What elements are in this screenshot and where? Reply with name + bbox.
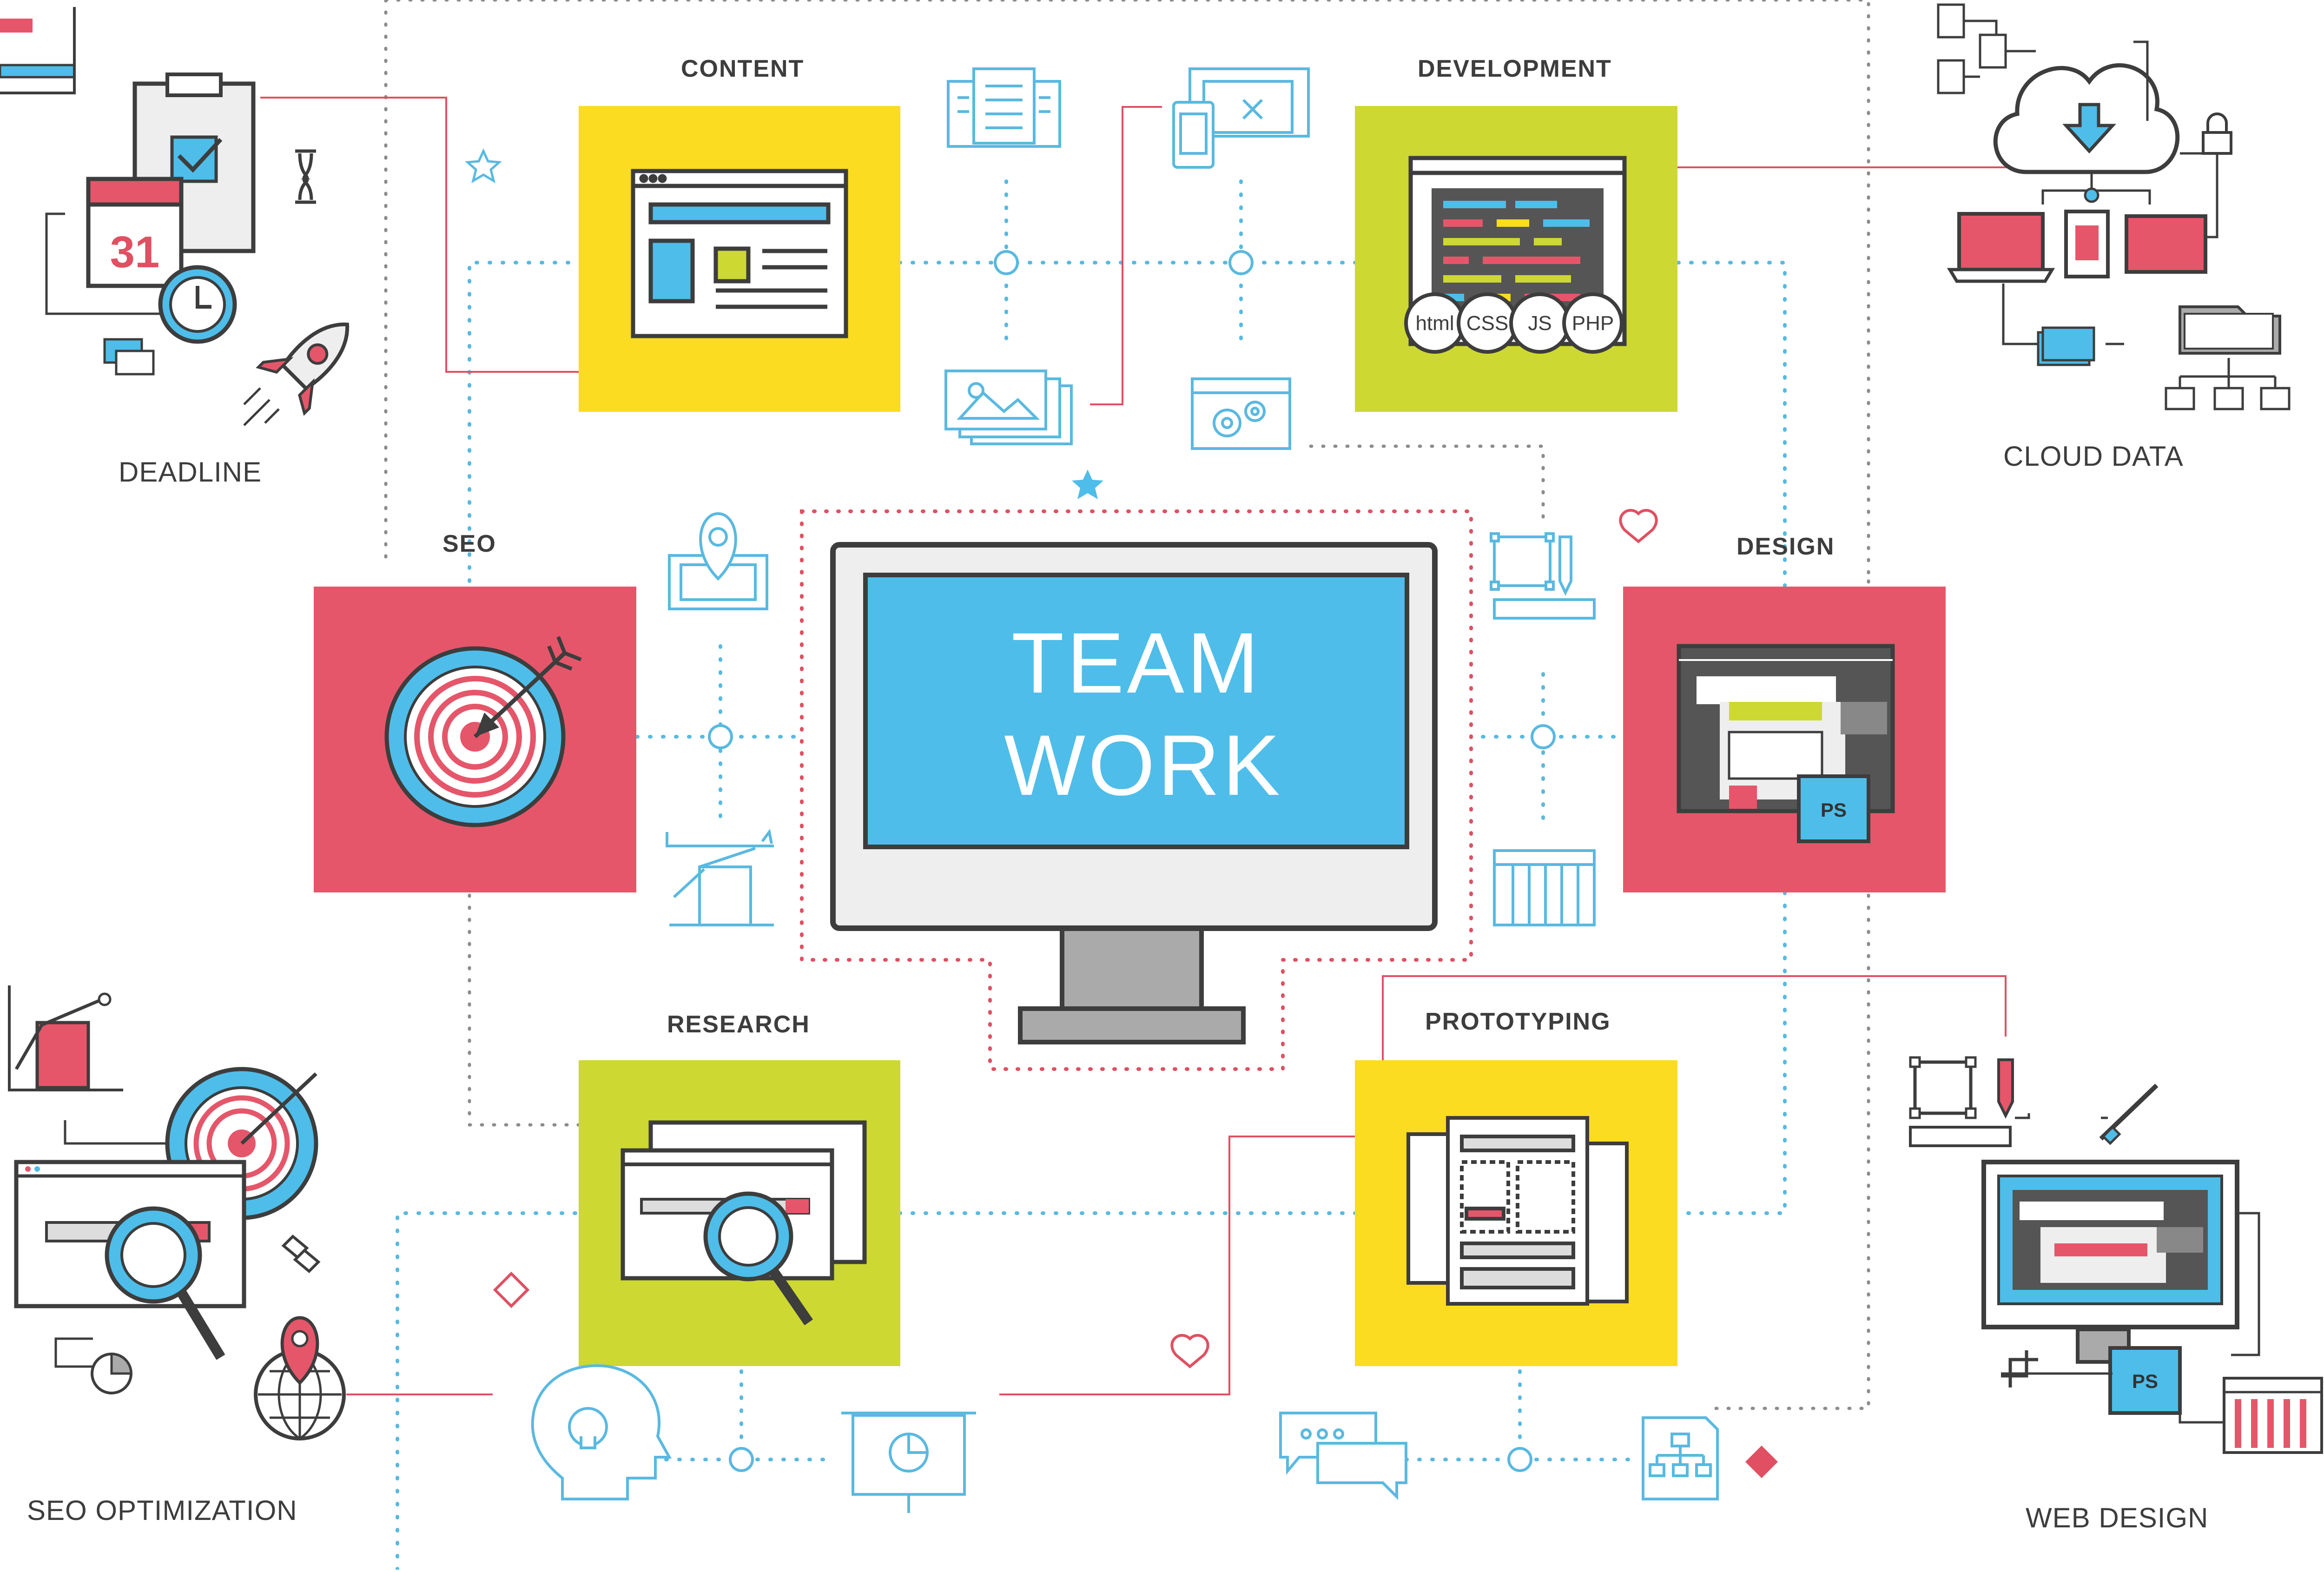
spreadsheet-icon [1493, 849, 1596, 926]
corner-label-deadline: DEADLINE [119, 456, 262, 488]
development-code-icon: html CSS JS PHP [1404, 156, 1627, 354]
documents-icon [947, 67, 1061, 148]
seo-target-icon [384, 636, 582, 827]
deadline-illustration: 31 [0, 7, 349, 426]
code-badge-js: JS [1528, 312, 1552, 335]
section-label-prototyping: PROTOTYPING [1425, 1008, 1611, 1035]
presentation-board-icon [841, 1412, 976, 1513]
growth-chart-icon [666, 828, 774, 926]
central-monitor [830, 542, 1438, 1044]
idea-head-icon [531, 1364, 672, 1500]
decorations [464, 148, 1778, 1478]
image-gallery-icon [944, 370, 1073, 445]
selection-tool-icon [1490, 532, 1596, 620]
red-dotted-hub-frame [800, 509, 1473, 1071]
hub-title-line2: WORK [1004, 718, 1283, 813]
hub-title-line1: TEAM [1011, 615, 1261, 711]
chat-bubbles-icon [1279, 1412, 1407, 1500]
sitemap-document-icon [1642, 1416, 1719, 1500]
location-map-icon [668, 512, 768, 610]
cloud-data-illustration [1937, 3, 2291, 410]
section-label-seo: SEO [442, 530, 496, 557]
corner-label-seo-optimization: SEO OPTIMIZATION [27, 1495, 297, 1526]
calendar-day: 31 [110, 227, 160, 277]
settings-window-icon [1191, 377, 1291, 450]
responsive-devices-icon [1172, 67, 1310, 169]
seo-optimization-illustration [8, 985, 346, 1440]
code-badge-html: html [1415, 312, 1454, 335]
code-badge-css: CSS [1466, 312, 1508, 335]
connector-nodes [708, 250, 1556, 1472]
gray-dotted-connectors [384, 0, 1870, 1410]
section-label-design: DESIGN [1736, 533, 1835, 560]
corner-label-web-design: WEB DESIGN [2026, 1502, 2209, 1533]
web-design-ps-badge: PS [2132, 1370, 2158, 1392]
design-ps-badge: PS [1821, 799, 1847, 821]
section-label-development: DEVELOPMENT [1418, 55, 1612, 82]
code-badge-php: PHP [1572, 312, 1614, 335]
design-layout-icon: PS [1677, 644, 1895, 843]
web-design-illustration: PS [1909, 1056, 2323, 1454]
research-magnifier-icon [621, 1120, 867, 1326]
section-label-research: RESEARCH [667, 1011, 810, 1038]
content-browser-icon [631, 169, 848, 338]
section-label-content: CONTENT [681, 55, 805, 82]
corner-label-cloud-data: CLOUD DATA [2003, 441, 2184, 472]
prototyping-wireframe-icon [1406, 1116, 1629, 1306]
